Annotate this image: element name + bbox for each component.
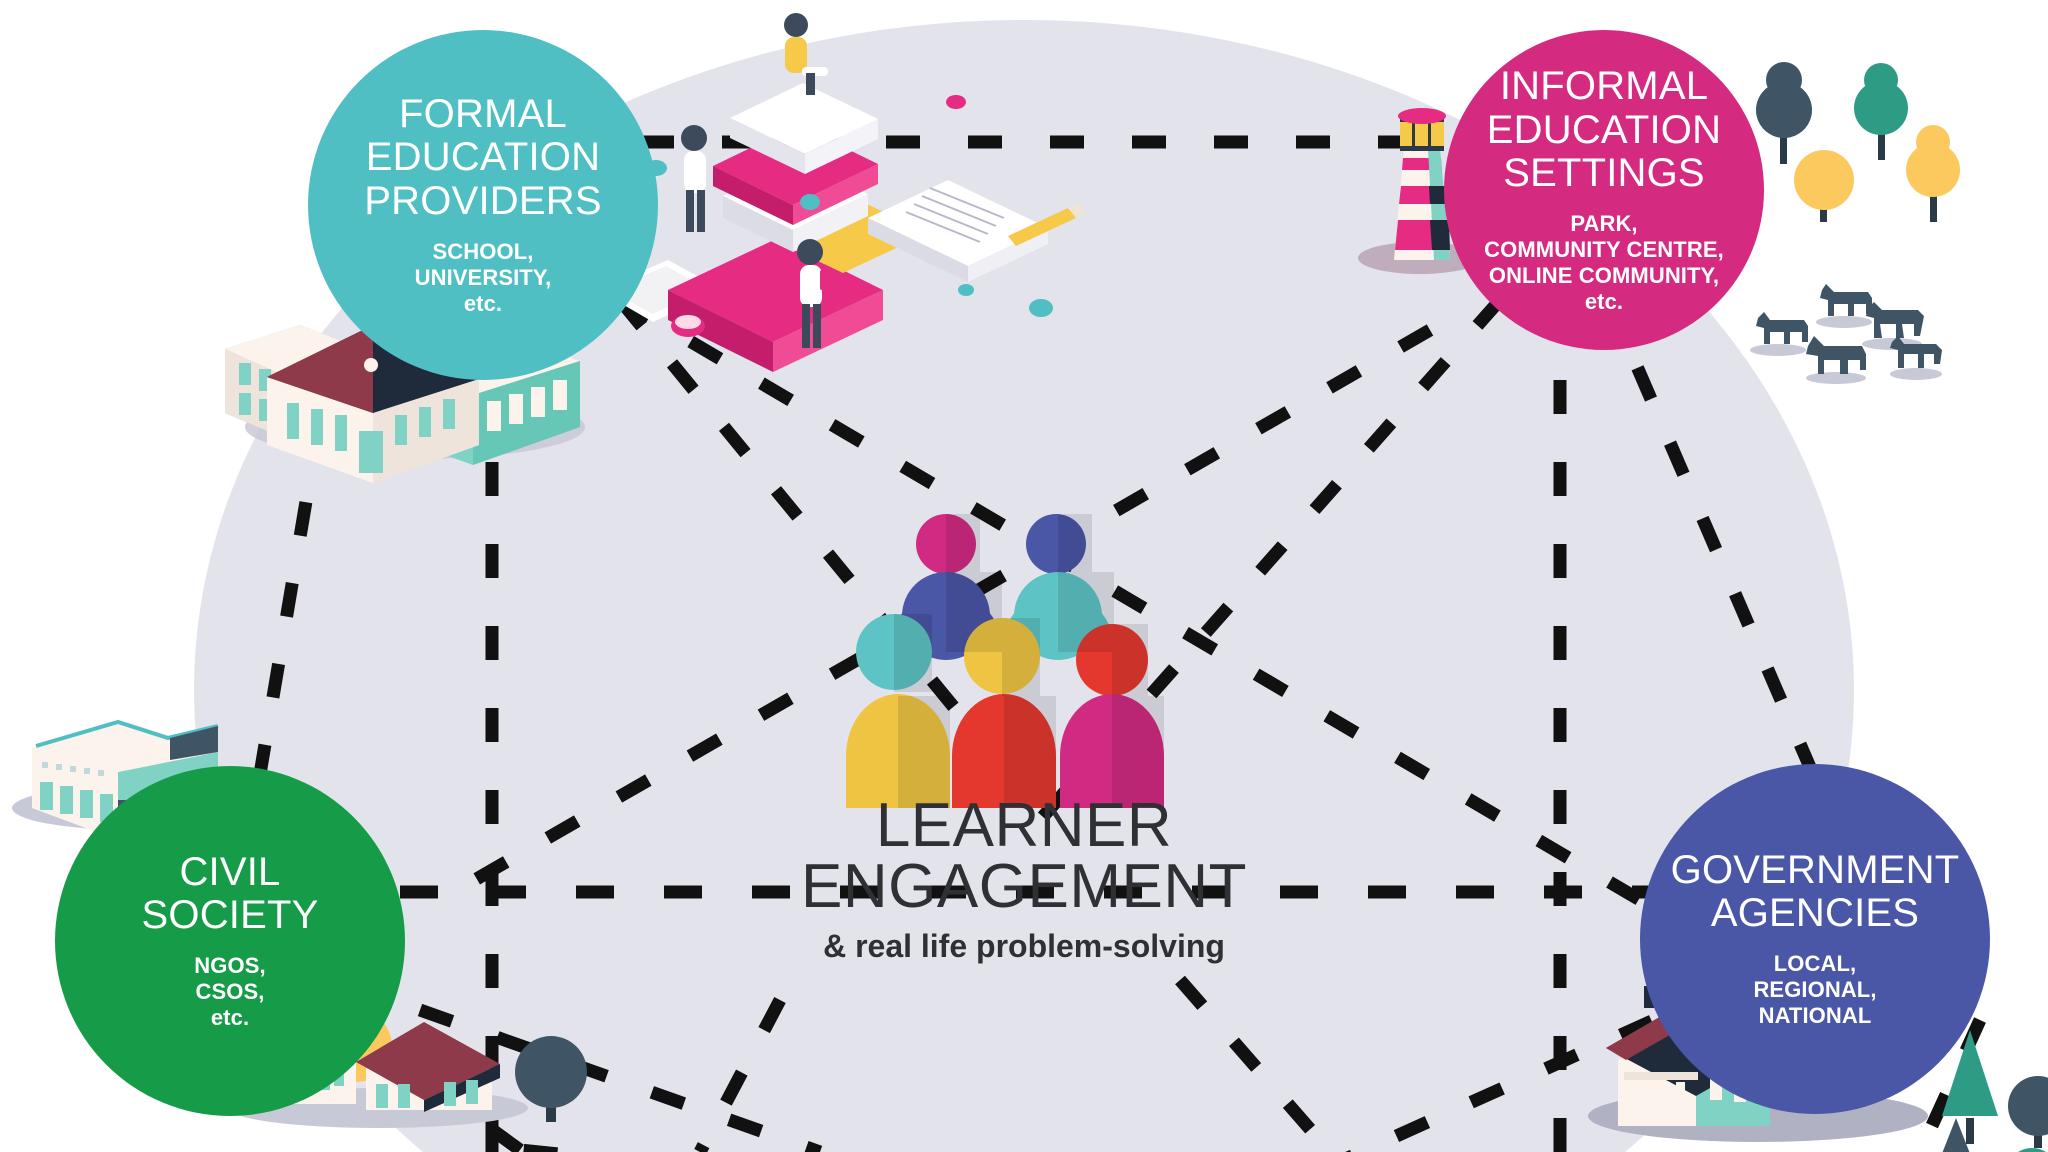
- cattle-herd-illustration: [1750, 284, 1942, 384]
- node-informal-education-settings[interactable]: INFORMAL EDUCATION SETTINGS PARK, COMMUN…: [1444, 30, 1764, 350]
- school-building-illustration: [225, 323, 585, 483]
- pine-trees-illustration: [1942, 1030, 2048, 1152]
- trees-cluster-illustration: [1756, 62, 1960, 222]
- node-formal-education-providers[interactable]: FORMAL EDUCATION PROVIDERS SCHOOL, UNIVE…: [308, 30, 658, 380]
- lighthouse-illustration: [1358, 108, 1482, 274]
- node-formal-subtitle: SCHOOL, UNIVERSITY, etc.: [414, 238, 552, 316]
- center-learner-engagement: LEARNER ENGAGEMENT & real life problem-s…: [724, 498, 1324, 988]
- center-subtitle: & real life problem-solving: [823, 927, 1225, 964]
- node-civil-title: CIVIL SOCIETY: [141, 849, 319, 938]
- node-civil-subtitle: NGOS, CSOS, etc.: [194, 953, 266, 1031]
- group-of-people-icon: [846, 514, 1164, 808]
- node-government-subtitle: LOCAL, REGIONAL, NATIONAL: [1753, 951, 1877, 1029]
- stacked-books-with-people-illustration: [598, 13, 1084, 372]
- node-civil-society[interactable]: CIVIL SOCIETY NGOS, CSOS, etc.: [55, 766, 405, 1116]
- node-government-agencies[interactable]: GOVERNMENT AGENCIES LOCAL, REGIONAL, NAT…: [1640, 764, 1990, 1114]
- center-title: LEARNER ENGAGEMENT: [801, 791, 1247, 921]
- node-informal-title: INFORMAL EDUCATION SETTINGS: [1486, 64, 1722, 195]
- node-government-title: GOVERNMENT AGENCIES: [1670, 847, 1960, 936]
- node-formal-title: FORMAL EDUCATION PROVIDERS: [364, 92, 602, 223]
- node-informal-subtitle: PARK, COMMUNITY CENTRE, ONLINE COMMUNITY…: [1484, 210, 1724, 314]
